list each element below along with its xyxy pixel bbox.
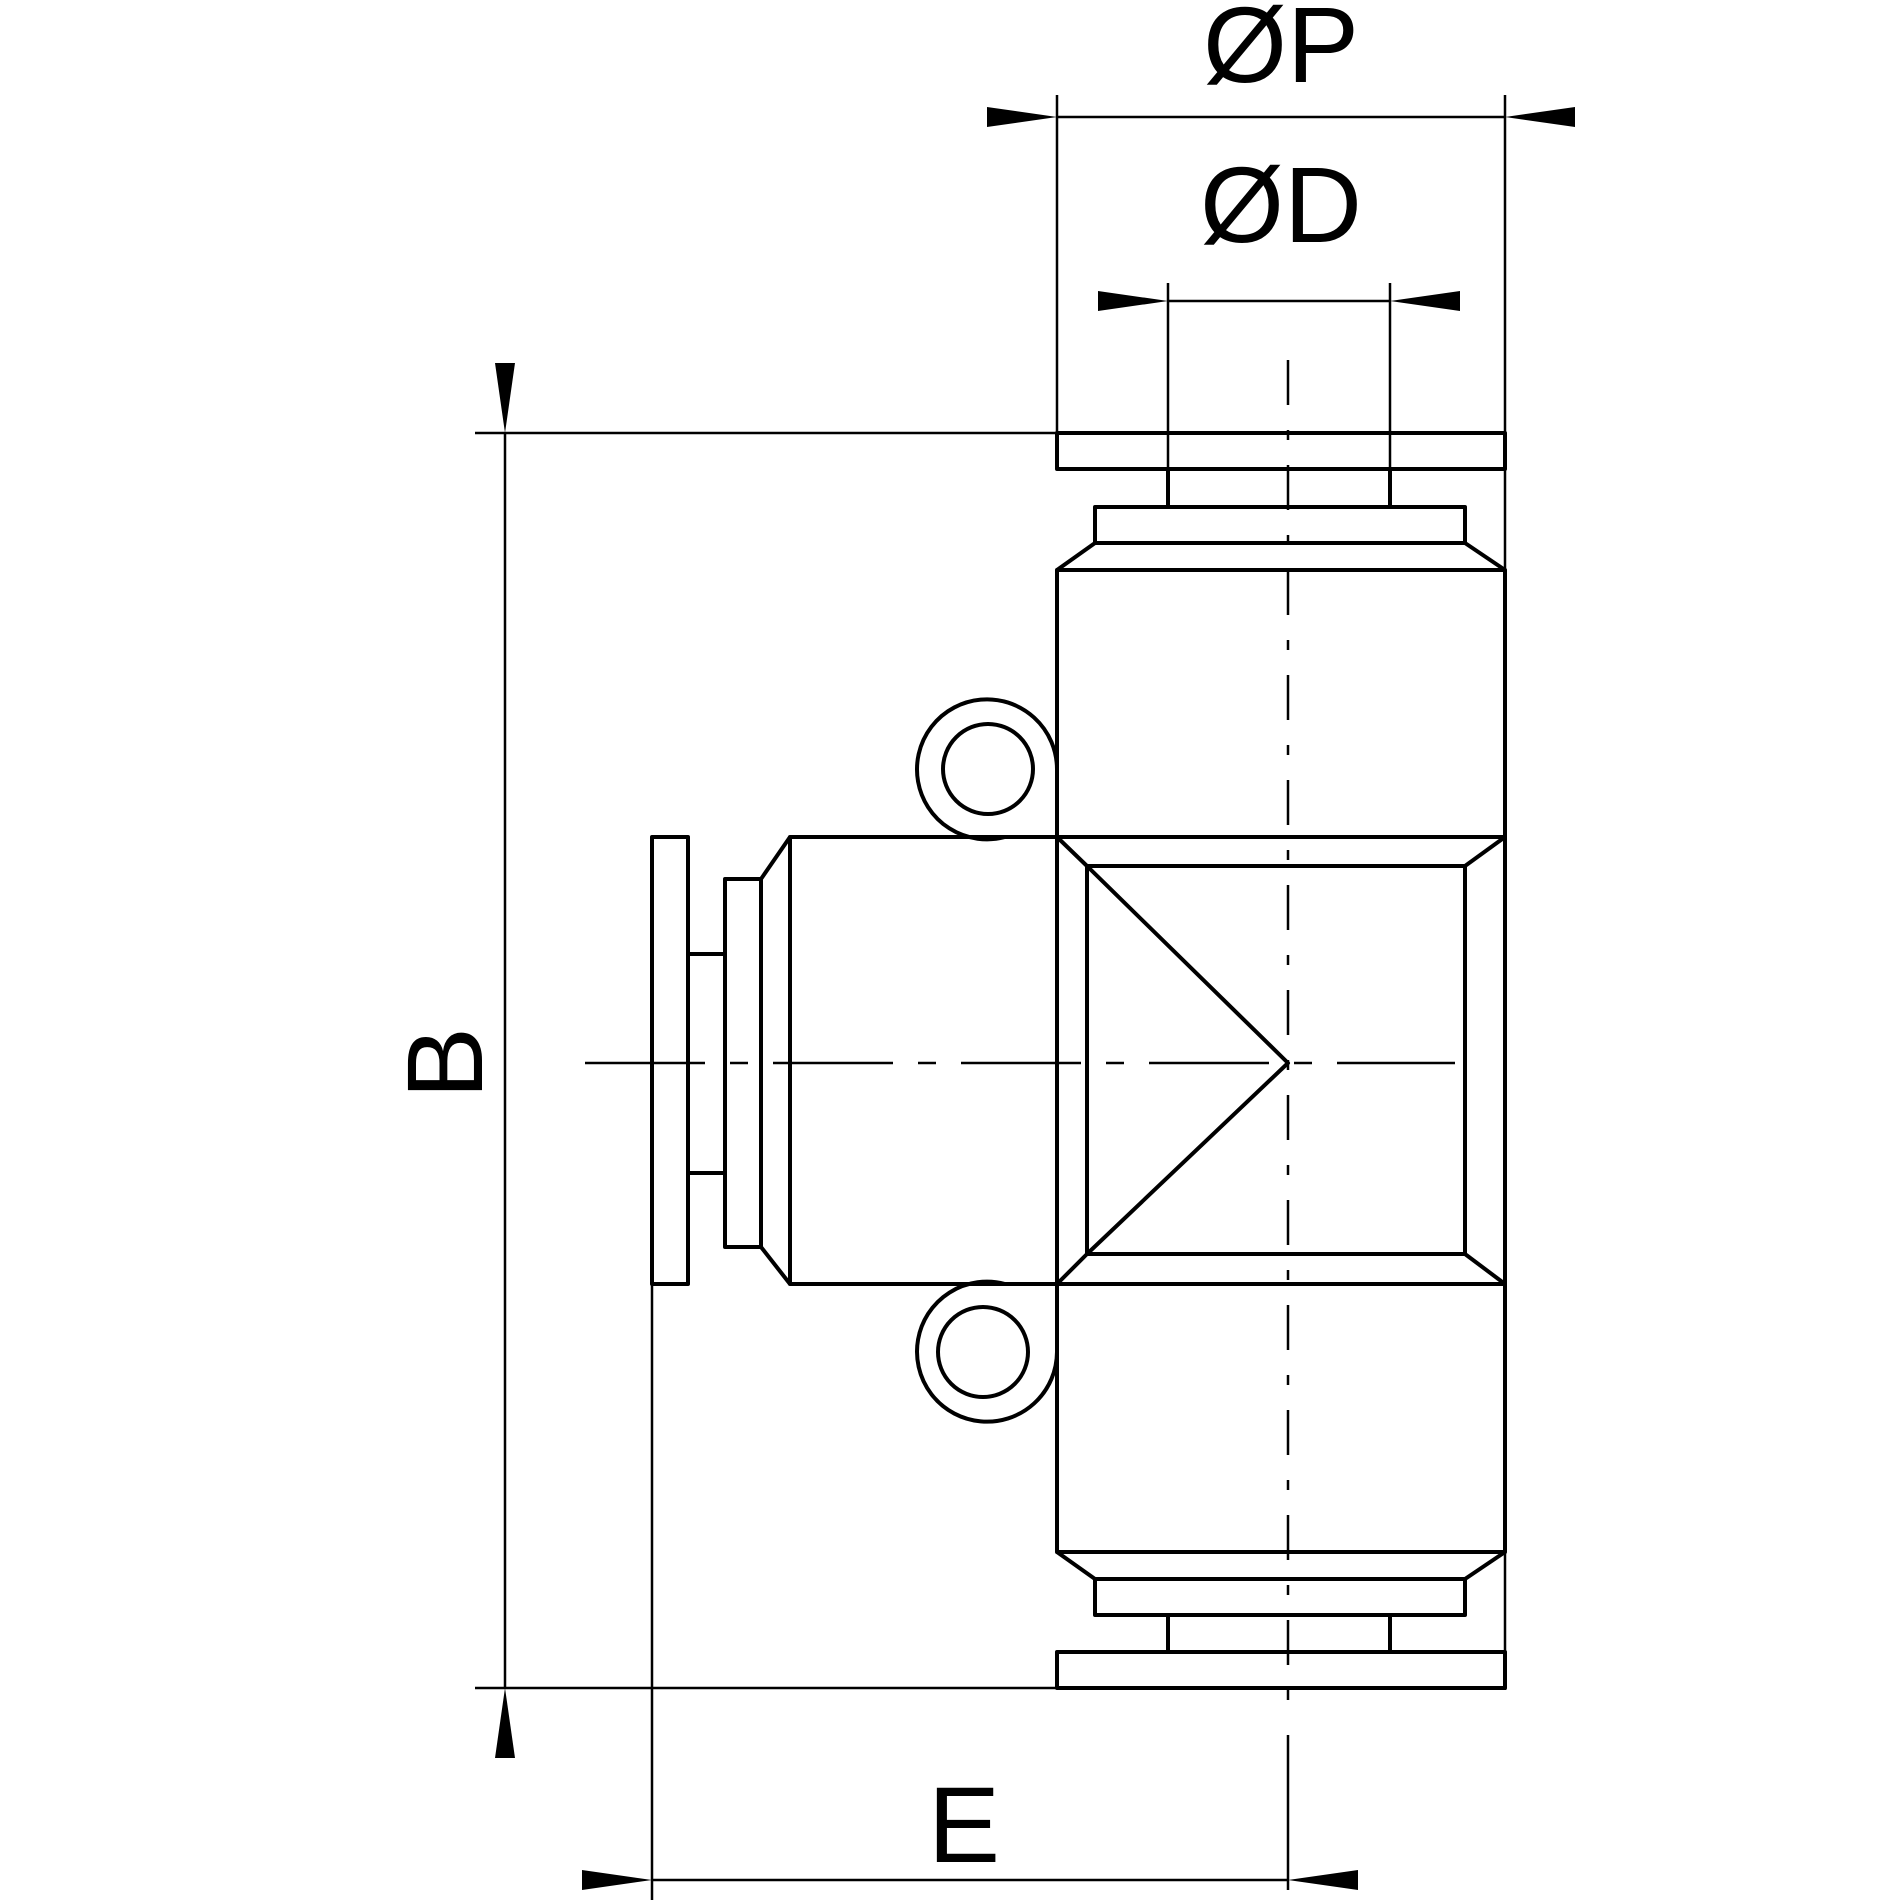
branch-body [788, 835, 1059, 1286]
bottom-collet-flange [1055, 1650, 1507, 1690]
lower-body [1055, 1282, 1507, 1554]
label-inner-diameter: ØD [1200, 144, 1362, 265]
tee-main-body [1055, 431, 1507, 1690]
bore-cone [1085, 864, 1290, 1256]
lower-mount-loop [915, 1279, 1059, 1424]
label-outer-diameter: ØP [1203, 0, 1359, 105]
upper-body [1055, 568, 1507, 839]
center-lines [585, 360, 1455, 1890]
tee-side-branch [650, 835, 1059, 1286]
upper-mount-loop [915, 697, 1059, 842]
branch-collet-flange [650, 835, 690, 1286]
dimension-lines [475, 95, 1575, 1900]
mounting-loops [915, 697, 1059, 1424]
top-collet-flange [1055, 431, 1507, 471]
bottom-collet-ring [1093, 1577, 1467, 1617]
label-branch-length: E [928, 1764, 1000, 1885]
label-body-length: B [384, 1027, 505, 1099]
lower-mount-hole [936, 1305, 1030, 1399]
top-collet-ring [1093, 505, 1467, 545]
upper-mount-hole [941, 722, 1035, 816]
branch-collet-ring [723, 877, 763, 1249]
